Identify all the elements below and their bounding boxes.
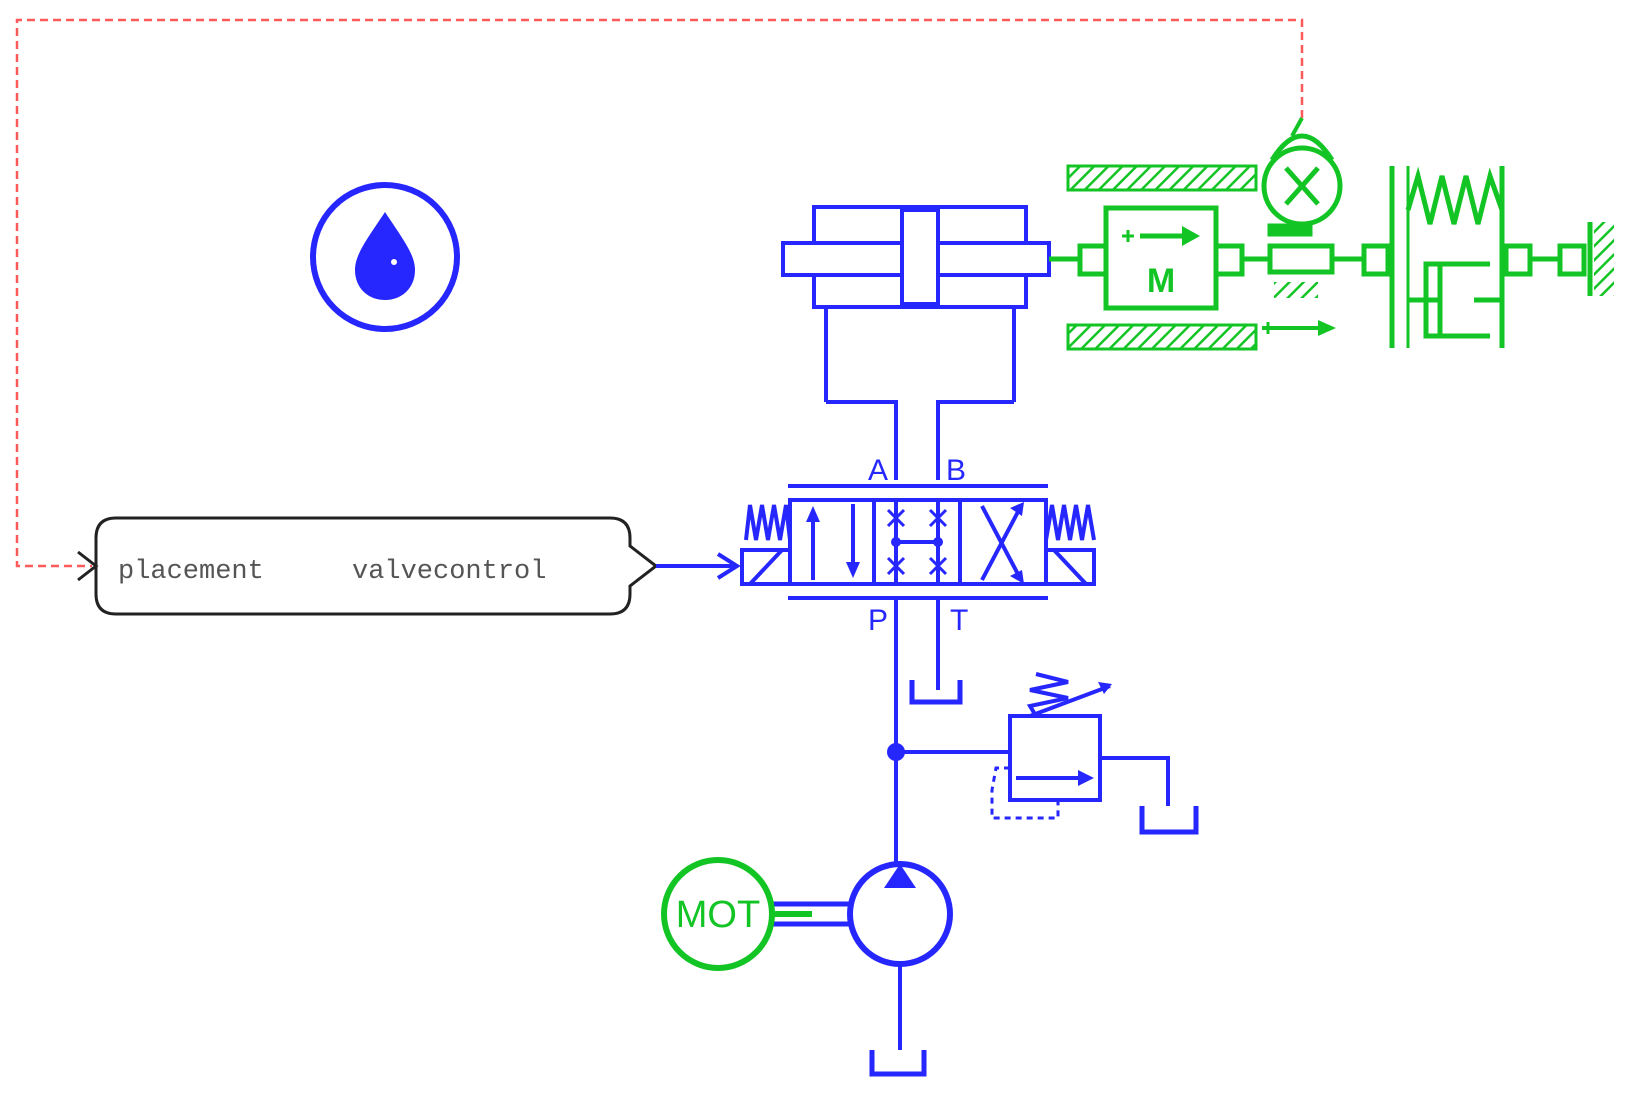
port-b-label: B — [946, 454, 966, 487]
tank-icon[interactable] — [869, 1050, 927, 1077]
hydraulic-cylinder[interactable] — [781, 205, 1051, 402]
tank-icon[interactable] — [1139, 806, 1199, 835]
controller-block[interactable]: placement valvecontrol — [77, 516, 659, 616]
motor-shaft — [772, 901, 850, 927]
sensor-x-icon[interactable] — [1261, 117, 1343, 336]
port-t-label: T — [950, 604, 968, 637]
relief-valve[interactable] — [990, 672, 1170, 820]
mechanical-ground — [1557, 222, 1614, 296]
motor-label: MOT — [676, 894, 760, 936]
hydraulic-pump[interactable] — [847, 858, 953, 1050]
port-a-label: A — [868, 454, 888, 487]
controller-output-label: valvecontrol — [352, 557, 546, 587]
directional-valve[interactable] — [740, 484, 1096, 600]
tank-icon[interactable] — [909, 680, 963, 705]
port-p-label: P — [868, 604, 888, 637]
mass-label: M — [1147, 262, 1175, 300]
valve-control-signal — [656, 552, 741, 580]
water-drop-icon[interactable] — [310, 182, 460, 332]
spring-damper[interactable] — [1361, 166, 1533, 348]
pressure-line — [887, 598, 1010, 858]
cylinder-supply-lines — [826, 400, 1014, 480]
electric-motor[interactable]: MOT — [661, 857, 775, 971]
controller-input-label: placement — [118, 557, 264, 587]
friction-mass[interactable]: M — [1066, 164, 1258, 351]
